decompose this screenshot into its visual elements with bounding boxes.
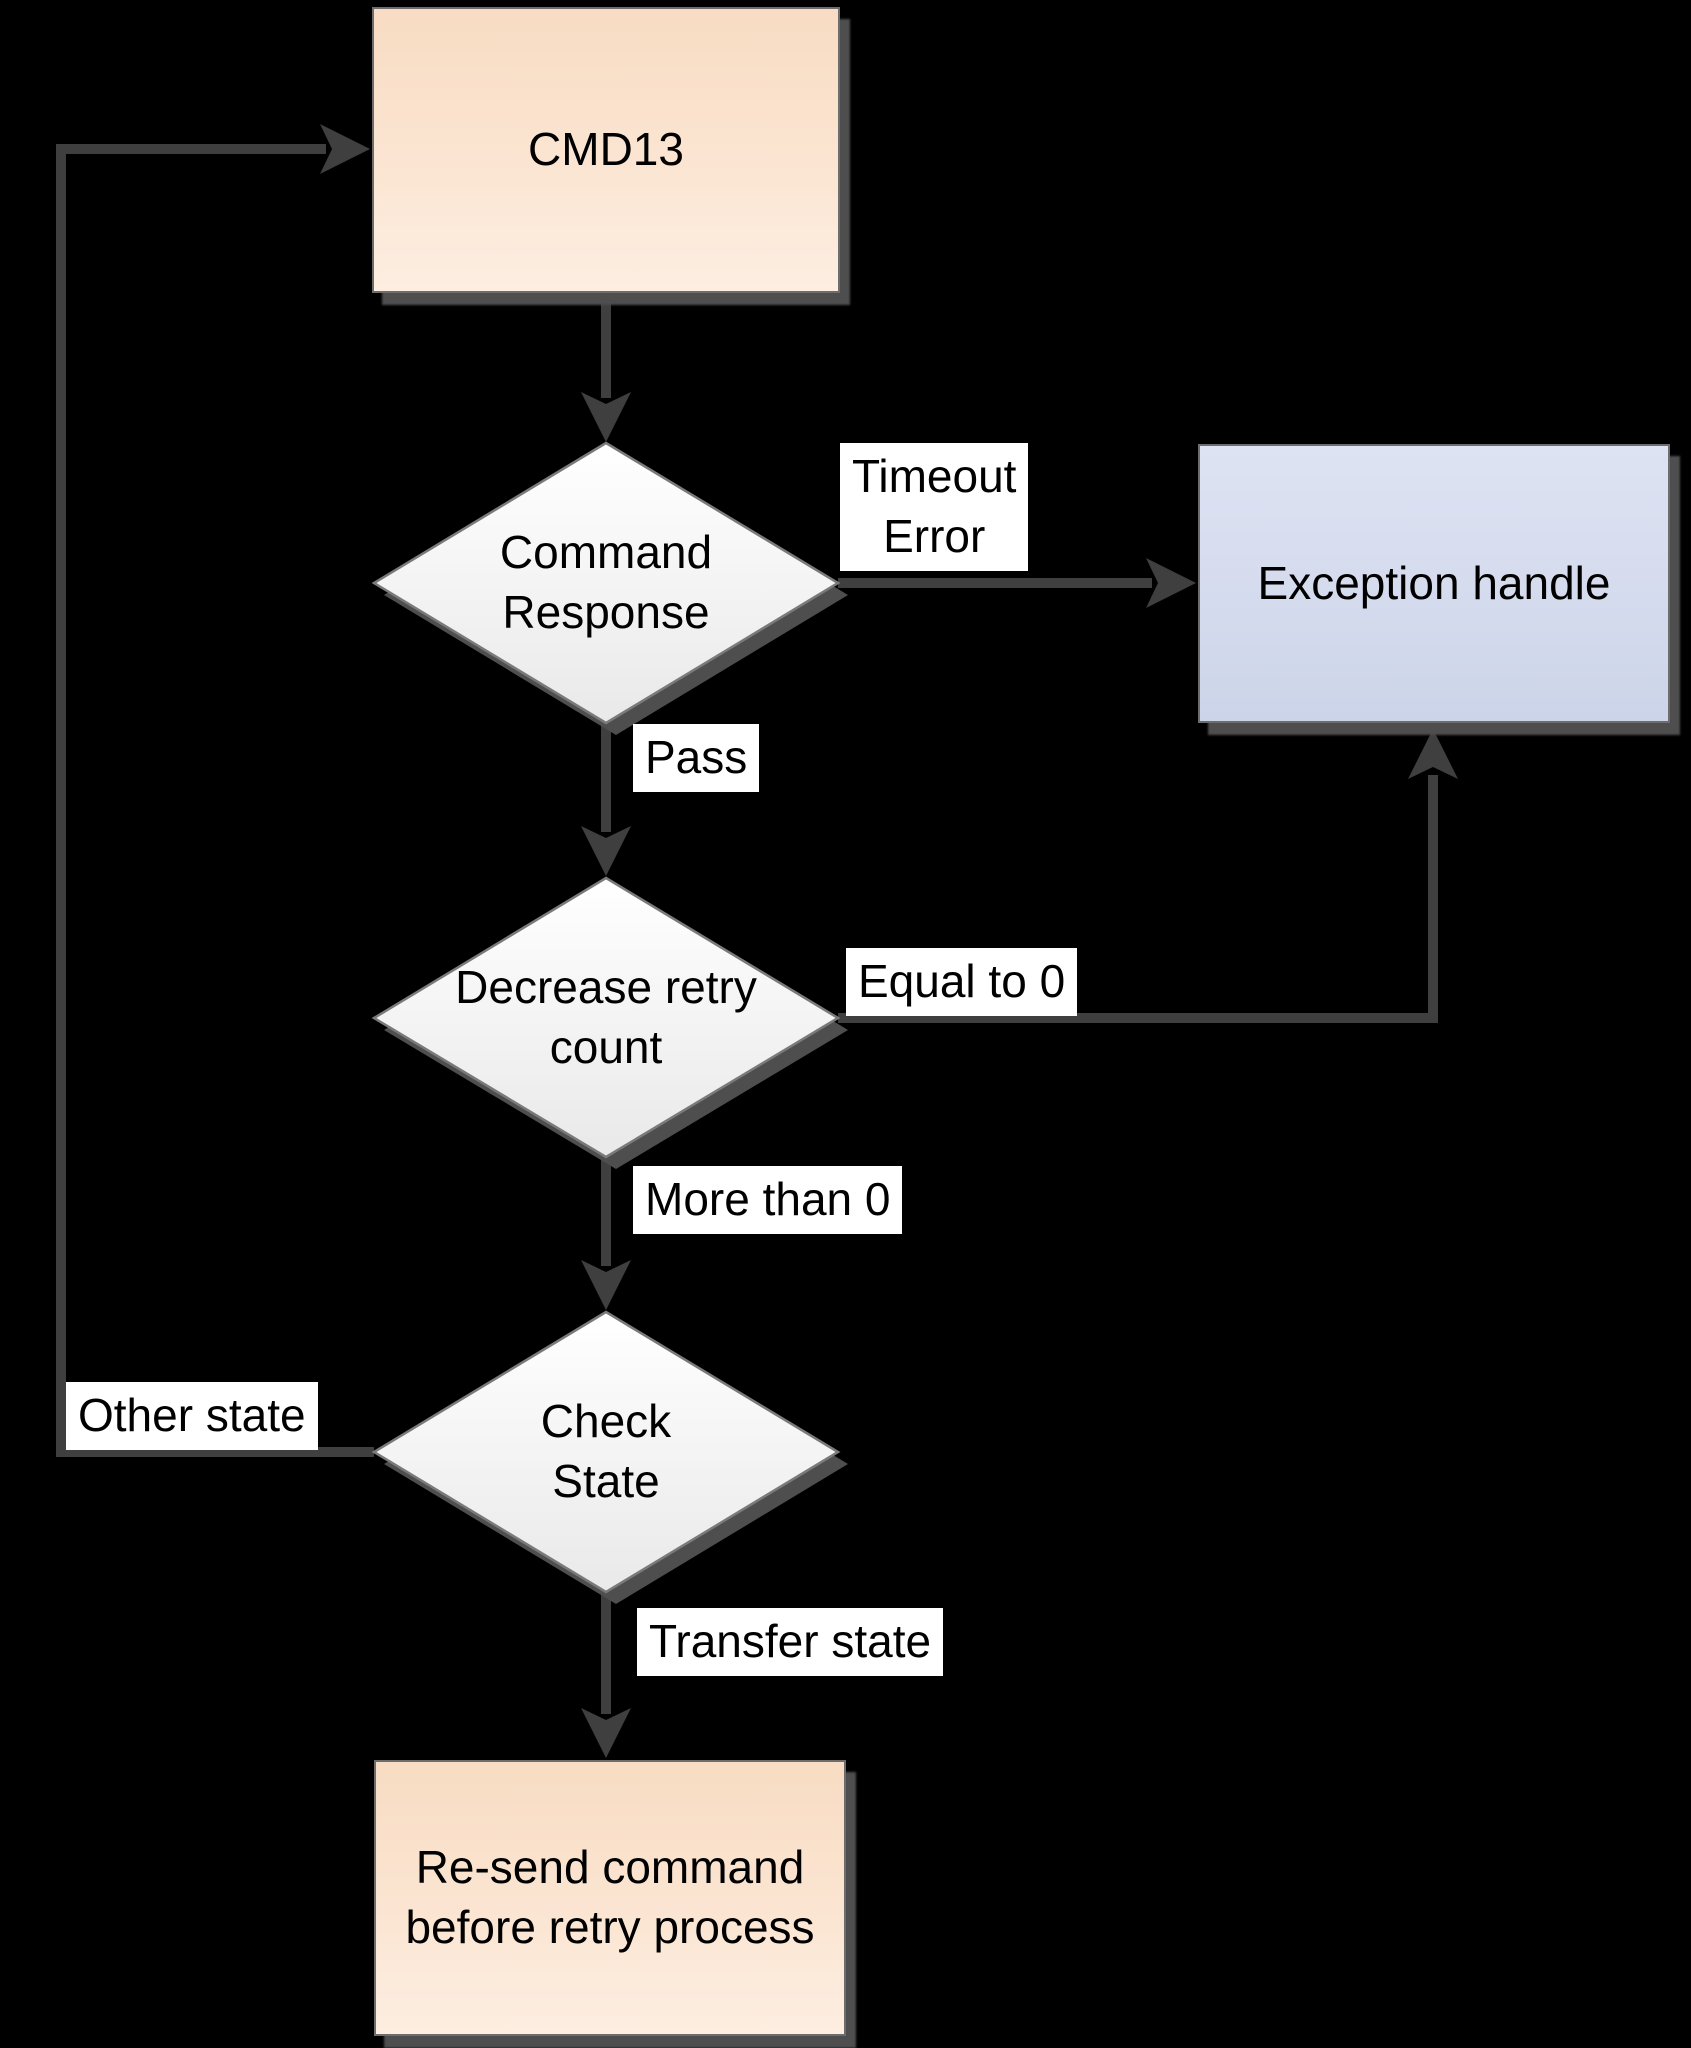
edge-other-state-arrowhead-icon	[320, 124, 370, 174]
edge-label-equal-to-0: Equal to 0	[846, 948, 1078, 1016]
edge-equal-to-0-line	[838, 775, 1438, 1023]
edge-label-other-state: Other state	[66, 1382, 318, 1450]
edge-label-transfer-state: Transfer state	[637, 1608, 944, 1676]
edge-label-timeout-error: Timeout Error	[840, 443, 1029, 571]
node-exception-handle-label: Exception handle	[1257, 556, 1611, 609]
node-resend-command-label: Re-send command before retry process	[405, 1841, 815, 1953]
decision-command-response-shape	[371, 441, 841, 725]
edge-more-than-0-arrowhead-icon	[581, 1260, 631, 1310]
node-resend-command: Re-send command before retry process	[374, 1760, 846, 2036]
node-check-state-label: Check State	[540, 1395, 672, 1507]
decision-check-state-shape	[371, 1310, 841, 1594]
edge-other-state-line	[56, 144, 374, 1457]
edge-pass-arrowhead-icon	[581, 826, 631, 876]
edge-transfer-state-arrowhead-icon	[581, 1708, 631, 1758]
edge-label-pass: Pass	[633, 724, 760, 792]
node-exception-handle: Exception handle	[1198, 444, 1670, 723]
edge-cmd13-to-response-arrowhead-icon	[581, 392, 631, 442]
node-decrease-retry-label: Decrease retry count	[455, 961, 757, 1073]
node-cmd13-label: CMD13	[528, 123, 684, 176]
node-cmd13: CMD13	[372, 7, 840, 293]
node-command-response-label: Command Response	[499, 526, 713, 638]
decision-decrease-retry-shape	[371, 876, 841, 1159]
edge-equal-to-0-arrowhead-icon	[1408, 729, 1458, 779]
edge-timeout-error-arrowhead-icon	[1146, 558, 1196, 608]
edge-label-more-than-0: More than 0	[633, 1166, 903, 1234]
